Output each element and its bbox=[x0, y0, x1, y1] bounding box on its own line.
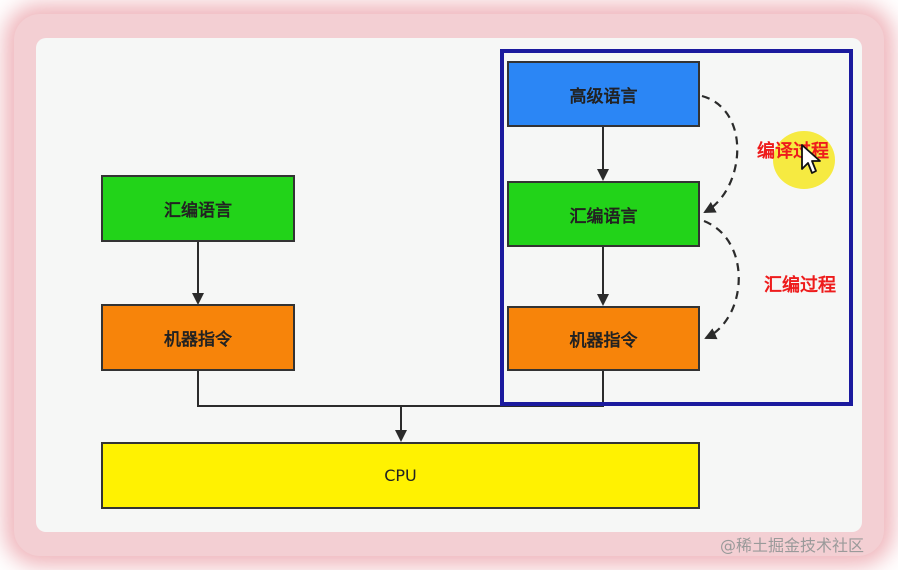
left-machine-instruction-label: 机器指令 bbox=[164, 330, 232, 350]
compile-process-curve bbox=[701, 94, 739, 213]
right-high-level-language-label: 高级语言 bbox=[569, 86, 638, 107]
right-assembly-language-label: 汇编语言 bbox=[569, 206, 638, 227]
mouse-pointer-icon bbox=[801, 144, 821, 174]
assemble-process-curve bbox=[703, 219, 740, 340]
right-machine-instruction-box: 机器指令 bbox=[507, 306, 700, 371]
left-assembly-language-box: 汇编语言 bbox=[101, 175, 295, 242]
connector-left-machine-to-bus bbox=[197, 371, 401, 407]
cpu-label: CPU bbox=[384, 466, 417, 485]
right-machine-instruction-label: 机器指令 bbox=[569, 331, 638, 351]
assemble-process-label: 汇编过程 bbox=[764, 275, 836, 296]
right-assembly-language-box: 汇编语言 bbox=[507, 181, 700, 247]
right-high-level-language-box: 高级语言 bbox=[507, 61, 700, 127]
watermark: @稀土掘金技术社区 bbox=[720, 536, 865, 555]
left-assembly-language-label: 汇编语言 bbox=[164, 201, 232, 221]
connector-right-machine-to-bus bbox=[401, 371, 604, 407]
cpu-box: CPU bbox=[101, 442, 700, 509]
highlight-frame bbox=[500, 49, 853, 406]
left-machine-instruction-box: 机器指令 bbox=[101, 304, 295, 371]
